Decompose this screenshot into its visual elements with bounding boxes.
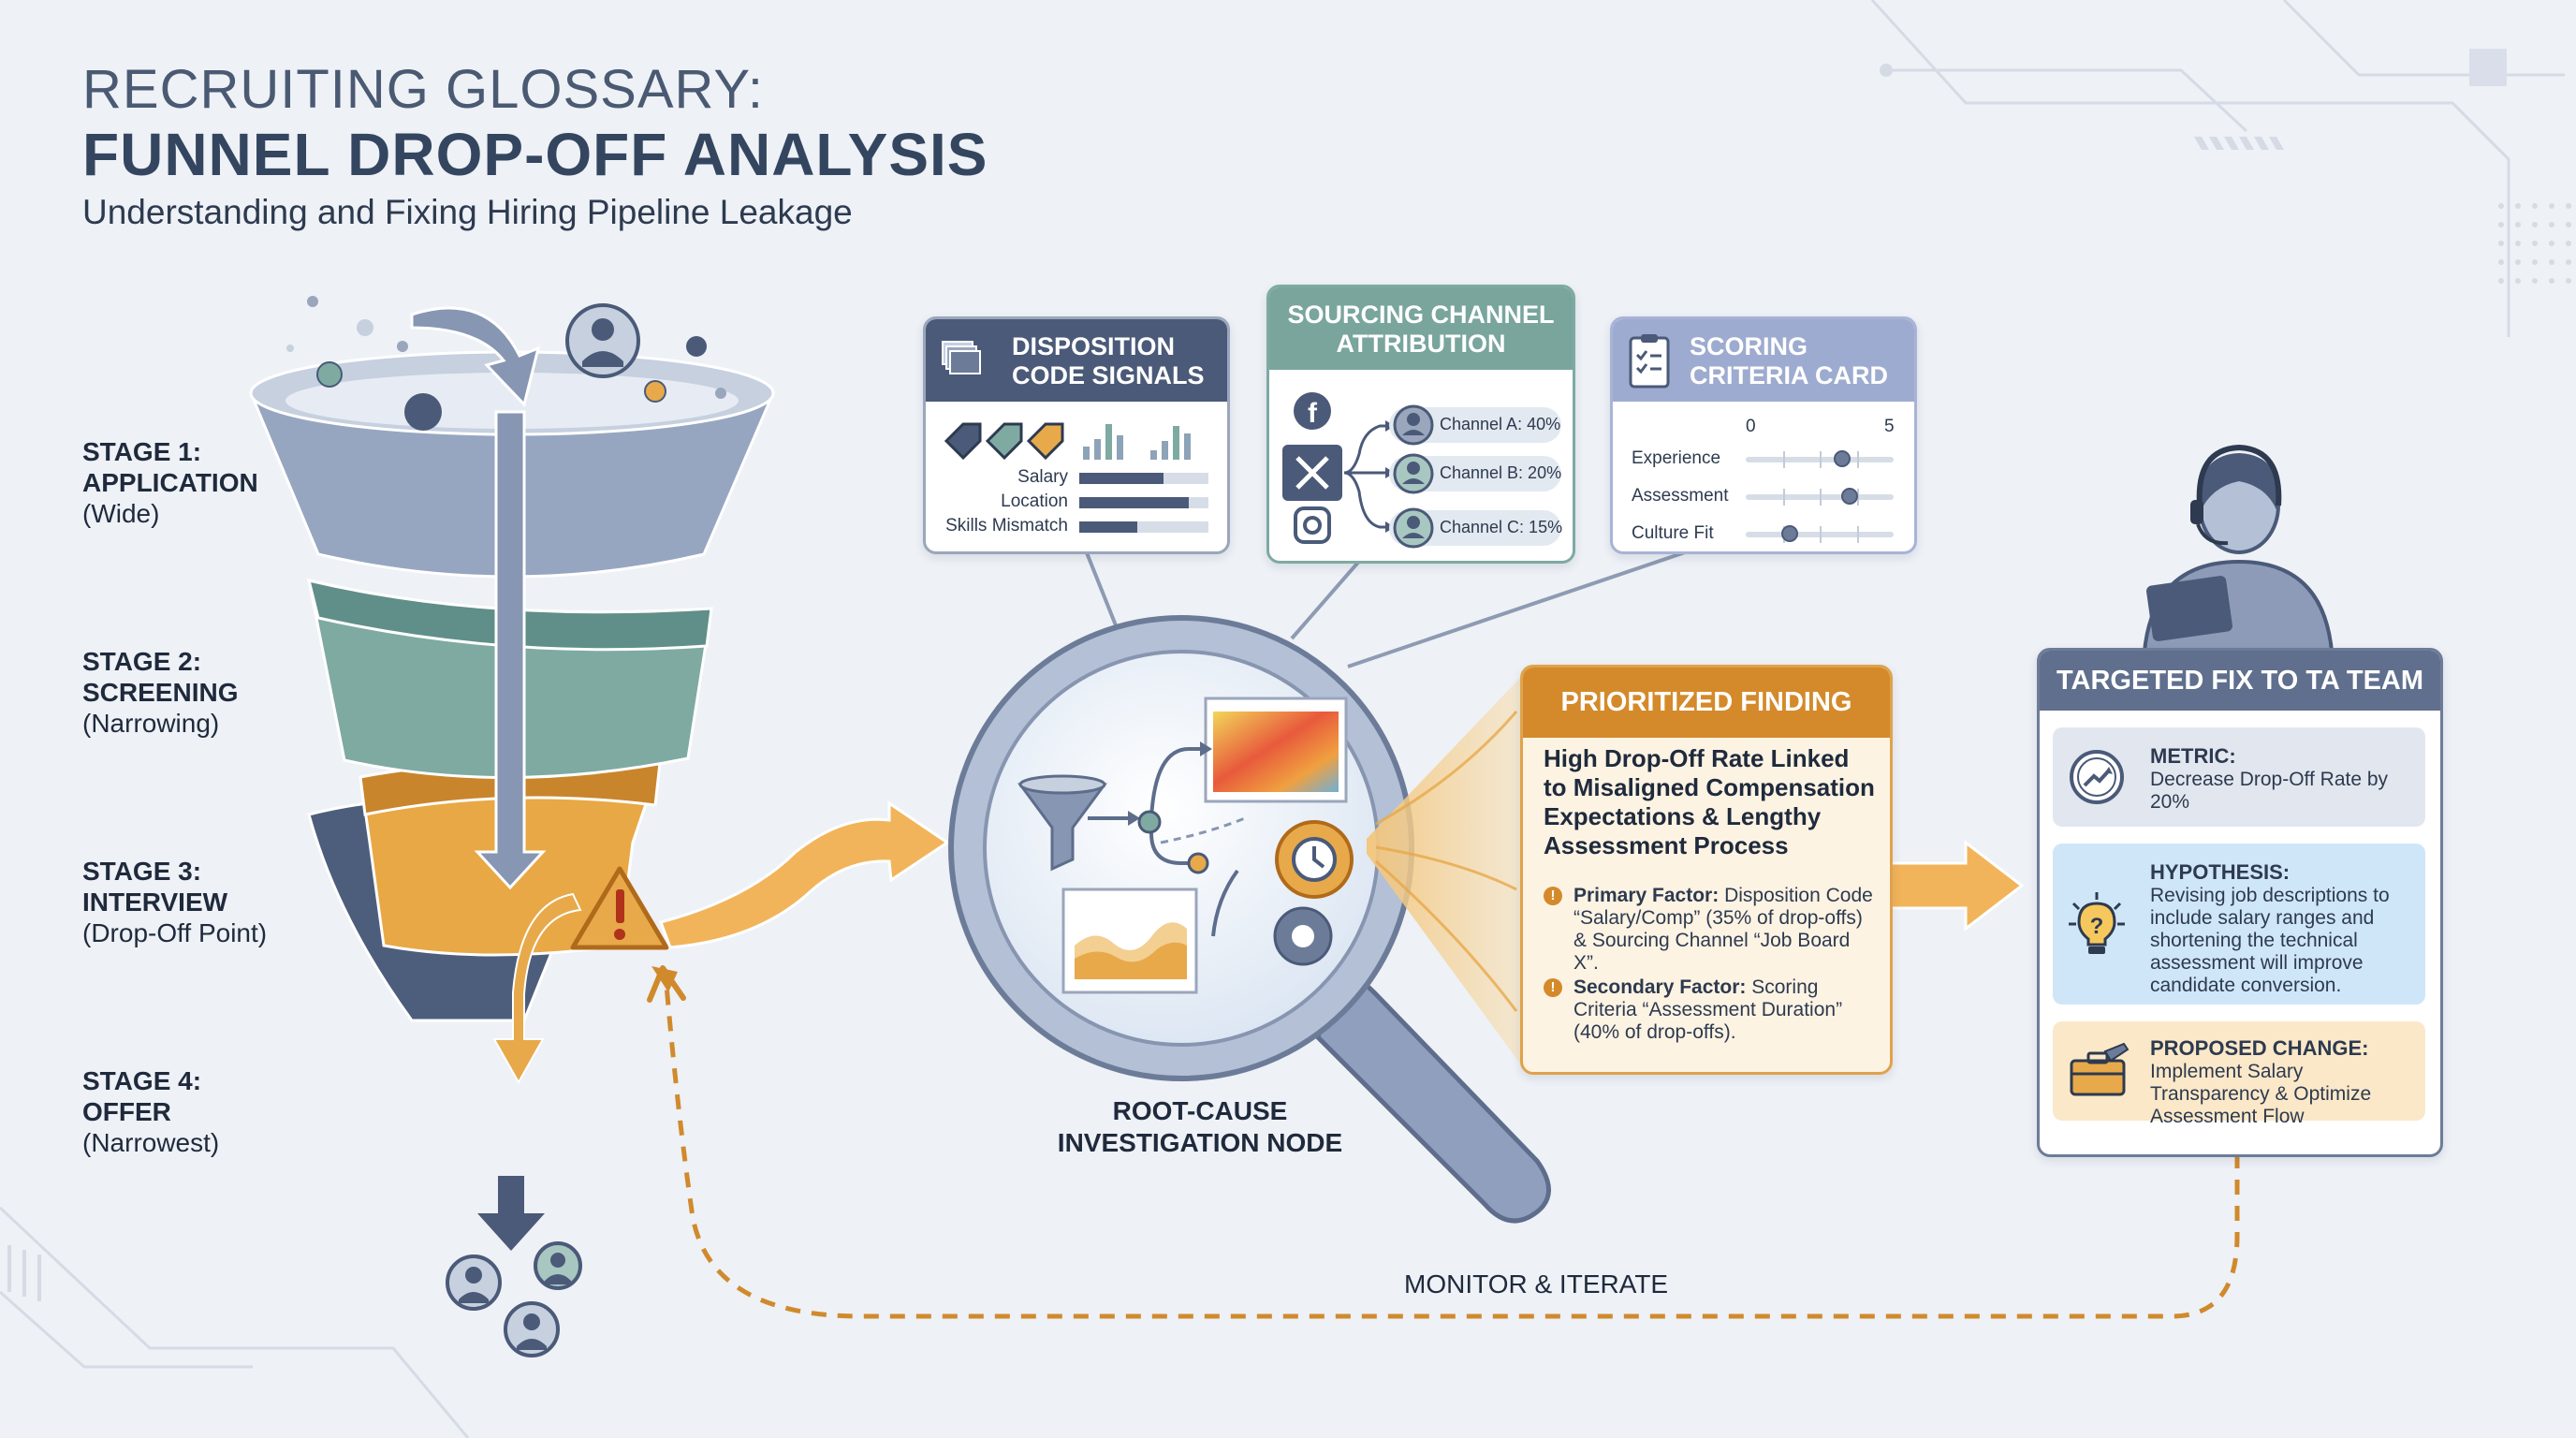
channel-b-label: Channel B: 20%	[1440, 463, 1562, 482]
disposition-row: Salary	[926, 465, 1227, 490]
disposition-bar-fill	[1079, 497, 1190, 508]
scoring-row: Culture Fit	[1613, 516, 1914, 551]
hired-candidates-icon	[446, 1241, 582, 1357]
scoring-title-2: CRITERIA CARD	[1690, 361, 1888, 389]
svg-text:f: f	[1308, 398, 1318, 429]
lightbulb-icon: ?	[2068, 890, 2126, 962]
disposition-bar-track	[1079, 521, 1208, 533]
warning-icon	[570, 866, 669, 950]
sourcing-card: SOURCING CHANNEL ATTRIBUTION f	[1266, 285, 1575, 564]
x-icon	[1282, 445, 1342, 501]
scoring-slider-ticks	[1746, 451, 1894, 468]
scoring-slider-tick	[1782, 451, 1785, 468]
disposition-bar-track	[1079, 497, 1208, 508]
scoring-row: Assessment	[1613, 478, 1914, 516]
scoring-slider-knob	[1781, 525, 1799, 542]
scoring-row-label: Experience	[1632, 448, 1721, 468]
stage-3-label: STAGE 3:INTERVIEW(Drop-Off Point)	[82, 857, 268, 947]
scoring-slider-knob	[1833, 450, 1851, 467]
scoring-slider-ticks	[1746, 489, 1894, 506]
channel-graphics: f	[1282, 392, 1561, 549]
facebook-icon: f	[1294, 392, 1331, 430]
proposed-change-section: PROPOSED CHANGE: Implement Salary Transp…	[2053, 1021, 2425, 1127]
scoring-slider-tick	[1820, 451, 1822, 468]
subtitle: Understanding and Fixing Hiring Pipeline…	[82, 193, 853, 231]
metric-text: Decrease Drop-Off Rate by 20%	[2150, 769, 2389, 813]
scoring-row-label: Culture Fit	[1632, 523, 1714, 543]
disposition-row-label: Location	[1001, 492, 1068, 511]
change-text: Implement Salary Transparency & Optimize…	[2150, 1061, 2372, 1127]
primary-bullet-icon: !	[1544, 887, 1562, 905]
monitor-iterate-label: MONITOR & ITERATE	[1404, 1269, 1669, 1299]
scoring-row-label: Assessment	[1632, 486, 1729, 506]
stage-2-label: STAGE 2:SCREENING(Narrowing)	[82, 647, 239, 738]
sourcing-title-1: SOURCING CHANNEL	[1287, 301, 1555, 329]
folder-stack-icon	[941, 340, 982, 377]
secondary-factor: ! Secondary Factor: Scoring Criteria “As…	[1544, 976, 1877, 1044]
hypothesis-text: Revising job descriptions to include sal…	[2150, 885, 2390, 996]
targeted-fix-card: TARGETED FIX TO TA TEAM METRIC: Decrease…	[2037, 648, 2443, 1157]
scoring-slider-tick	[1856, 451, 1859, 468]
scoring-slider-knob	[1840, 488, 1858, 505]
scoring-slider-track	[1746, 488, 1894, 506]
fix-header: TARGETED FIX TO TA TEAM	[2040, 651, 2440, 711]
scoring-slider-track	[1746, 450, 1894, 468]
stage-4-label: STAGE 4:OFFER(Narrowest)	[82, 1066, 220, 1157]
channel-c-label: Channel C: 15%	[1440, 518, 1563, 536]
secondary-bullet-icon: !	[1544, 978, 1562, 997]
tag-icons	[944, 422, 1191, 461]
toolbox-icon	[2068, 1042, 2130, 1105]
disposition-bar-fill	[1079, 473, 1164, 484]
stage-1-label: STAGE 1:APPLICATION(Wide)	[82, 437, 258, 528]
scoring-slider-tick	[1856, 526, 1859, 543]
disposition-bar-fill	[1079, 521, 1138, 533]
scoring-title-1: SCORING	[1690, 332, 1808, 360]
metric-title: METRIC:	[2150, 744, 2236, 768]
disposition-row: Skills Mismatch	[926, 514, 1227, 538]
trend-gauge-icon	[2068, 748, 2126, 811]
scoring-row: Experience	[1613, 441, 1914, 478]
disposition-row: Location	[926, 490, 1227, 514]
magnifier-icon	[948, 615, 1551, 1224]
finding-header: PRIORITIZED FINDING	[1523, 668, 1890, 738]
scoring-slider-tick	[1820, 526, 1822, 543]
svg-text:?: ?	[2090, 914, 2104, 939]
clipboard-icon	[1628, 332, 1671, 395]
prioritized-finding-card: PRIORITIZED FINDING High Drop-Off Rate L…	[1520, 665, 1893, 1075]
scoring-slider-tick	[1820, 489, 1822, 506]
disposition-row-label: Salary	[1017, 467, 1068, 487]
change-title: PROPOSED CHANGE:	[2150, 1036, 2369, 1060]
finding-headline: High Drop-Off Rate Linked to Misaligned …	[1544, 744, 1875, 859]
scoring-slider-tick	[1782, 489, 1785, 506]
title-line-2: FUNNEL DROP-OFF ANALYSIS	[82, 121, 988, 188]
scale-min: 0	[1746, 417, 1756, 436]
metric-section: METRIC: Decrease Drop-Off Rate by 20%	[2053, 727, 2425, 827]
channel-a-label: Channel A: 40%	[1440, 415, 1561, 433]
disposition-bar-track	[1079, 473, 1208, 484]
investigation-label: ROOT-CAUSE INVESTIGATION NODE	[1057, 1096, 1343, 1157]
scoring-slider-ticks	[1746, 526, 1894, 543]
disposition-row-label: Skills Mismatch	[945, 516, 1068, 536]
sourcing-title-2: ATTRIBUTION	[1336, 330, 1506, 358]
instagram-icon	[1294, 506, 1331, 544]
primary-factor: ! Primary Factor: Disposition Code “Sala…	[1544, 885, 1877, 975]
scale-max: 5	[1884, 417, 1895, 436]
recruiter-avatar-icon	[2141, 444, 2335, 667]
disposition-title-1: DISPOSITION	[1012, 332, 1176, 360]
candidate-avatar-icon	[565, 303, 640, 378]
disposition-title-2: CODE SIGNALS	[1012, 361, 1205, 389]
title-line-1: RECRUITING GLOSSARY:	[82, 59, 764, 120]
hypothesis-title: HYPOTHESIS:	[2150, 860, 2291, 884]
scoring-slider-track	[1746, 525, 1894, 543]
hypothesis-section: ? HYPOTHESIS: Revising job descriptions …	[2053, 844, 2425, 1005]
